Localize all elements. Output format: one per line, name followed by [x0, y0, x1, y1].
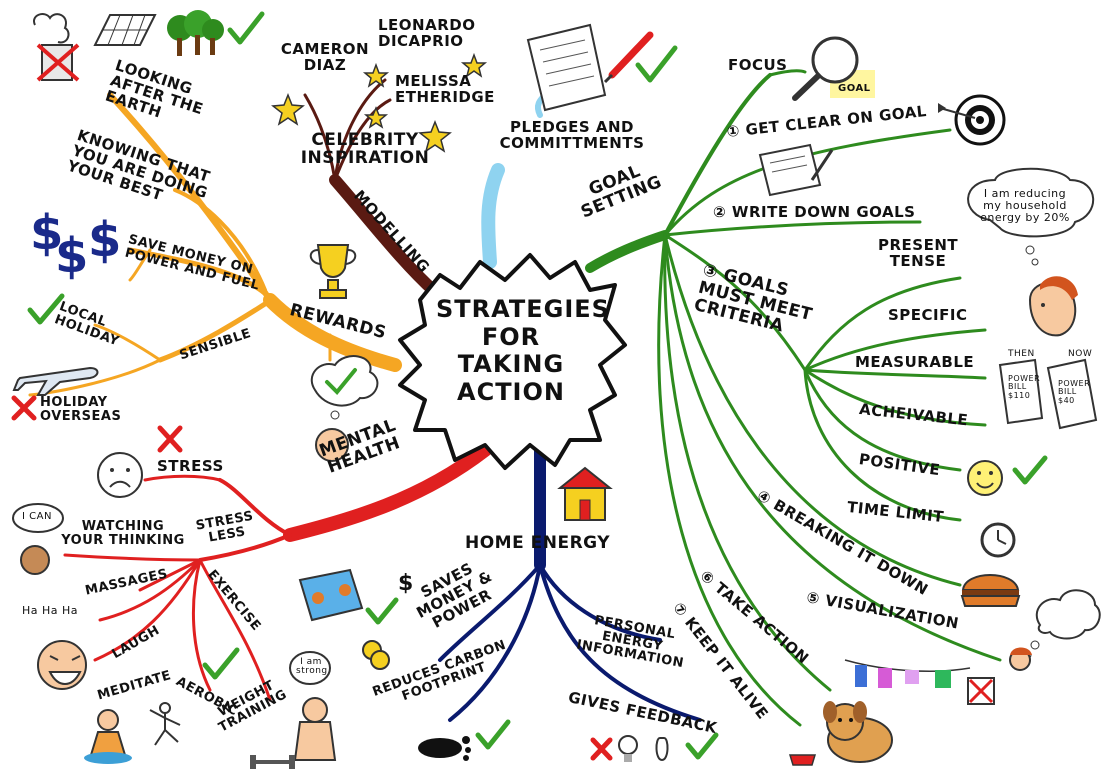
solar-panel-icon — [93, 14, 157, 46]
dollar-sign-icon: $ — [55, 228, 89, 284]
speech-bubble-icon — [967, 167, 1095, 266]
dollar-sign-icon: $ — [30, 205, 64, 261]
label-home-energy: HOME ENERGY — [465, 533, 611, 553]
cross-icon — [157, 425, 183, 453]
center-title: STRATEGIES FOR TAKING ACTION — [436, 295, 610, 406]
footprint-icon — [418, 736, 471, 761]
trophy-icon — [309, 244, 357, 299]
check-icon — [475, 719, 511, 750]
cross-icon — [590, 737, 613, 761]
label-write-down: ② WRITE DOWN GOALS — [713, 203, 916, 221]
magnifier-icon — [792, 36, 875, 101]
center-line-4: ACTION — [457, 377, 565, 406]
clothesline-icon — [844, 659, 995, 705]
strong-man-icon — [250, 651, 337, 769]
burger-icon — [960, 574, 1021, 607]
label-goal: GOAL — [838, 83, 871, 94]
label-ha-ha: Ha Ha Ha — [22, 604, 79, 617]
notepad-icon — [758, 143, 834, 197]
check-icon — [685, 732, 719, 760]
clock-icon — [980, 522, 1016, 558]
bulb-icon — [618, 735, 669, 762]
factory-icon — [33, 13, 80, 82]
aerobic-figure-icon — [149, 702, 181, 746]
label-measurable: MEASURABLE — [855, 353, 975, 371]
bill-then-text: POWER BILL $110 — [1008, 374, 1041, 400]
goal-setting-branch — [585, 69, 1002, 727]
trees-icon — [167, 10, 224, 56]
label-focus: FOCUS — [728, 56, 788, 74]
label-leonardo: LEONARDO DICAPRIO — [378, 16, 476, 50]
label-specific: SPECIFIC — [888, 306, 968, 324]
label-i-am-strong: I am strong — [296, 657, 328, 677]
center-line-3: TAKING — [457, 350, 565, 379]
smiley-icon — [967, 460, 1003, 496]
check-icon — [202, 647, 240, 680]
label-then: THEN — [1008, 349, 1035, 359]
star-icon — [362, 62, 390, 88]
house-icon — [557, 466, 613, 521]
star-icon — [271, 92, 305, 126]
thought-bubble-icon — [1009, 589, 1101, 671]
home-energy-branch — [438, 444, 702, 722]
label-holiday-overseas: HOLIDAY OVERSEAS — [40, 395, 122, 424]
rewards-branch — [28, 92, 402, 397]
check-icon — [365, 597, 399, 625]
label-celebrity: CELEBRITY INSPIRATION — [300, 130, 430, 168]
label-pledges: PLEDGES AND COMMITTMENTS — [499, 118, 645, 152]
label-watching: WATCHING YOUR THINKING — [61, 519, 185, 548]
thought-bubble-icon — [310, 355, 379, 462]
i-can-bubble-icon — [12, 503, 64, 575]
power-bill-icon — [998, 358, 1098, 430]
target-icon — [938, 94, 1006, 146]
pencil-icon — [603, 31, 654, 84]
money-icon — [298, 568, 364, 622]
label-dollar: $ — [398, 571, 414, 596]
check-icon — [27, 293, 65, 325]
cross-icon — [11, 395, 37, 421]
modelling-branch — [303, 78, 441, 298]
laughing-face-icon — [37, 640, 87, 690]
center-line-1: STRATEGIES — [436, 295, 610, 323]
coins-icon — [362, 640, 390, 670]
label-present-tense: PRESENT TENSE — [878, 236, 959, 270]
check-icon — [1012, 455, 1048, 485]
star-icon — [460, 52, 488, 78]
dollar-sign-icon: $ — [88, 212, 122, 268]
center-line-2: FOR — [481, 322, 541, 351]
star-icon — [363, 106, 389, 129]
dog-icon — [788, 701, 893, 766]
person-icon — [1028, 276, 1078, 337]
pledge-sheet-icon — [526, 23, 607, 112]
meditating-person-icon — [84, 709, 132, 764]
label-cameron: CAMERON DIAZ — [280, 40, 370, 74]
star-icon — [418, 119, 452, 153]
check-icon — [227, 11, 265, 45]
sad-face-icon — [97, 452, 143, 498]
label-melissa: MELISSA ETHERIDGE — [395, 72, 495, 106]
check-icon — [635, 45, 678, 83]
mental-health-branch — [63, 443, 492, 702]
label-now: NOW — [1068, 349, 1093, 359]
label-stress: STRESS — [157, 457, 224, 475]
airplane-icon — [12, 366, 99, 396]
speech-reducing-text: I am reducing my household energy by 20% — [980, 187, 1070, 225]
label-i-can: I CAN — [22, 511, 52, 522]
bill-now-text: POWER BILL $40 — [1058, 379, 1091, 405]
